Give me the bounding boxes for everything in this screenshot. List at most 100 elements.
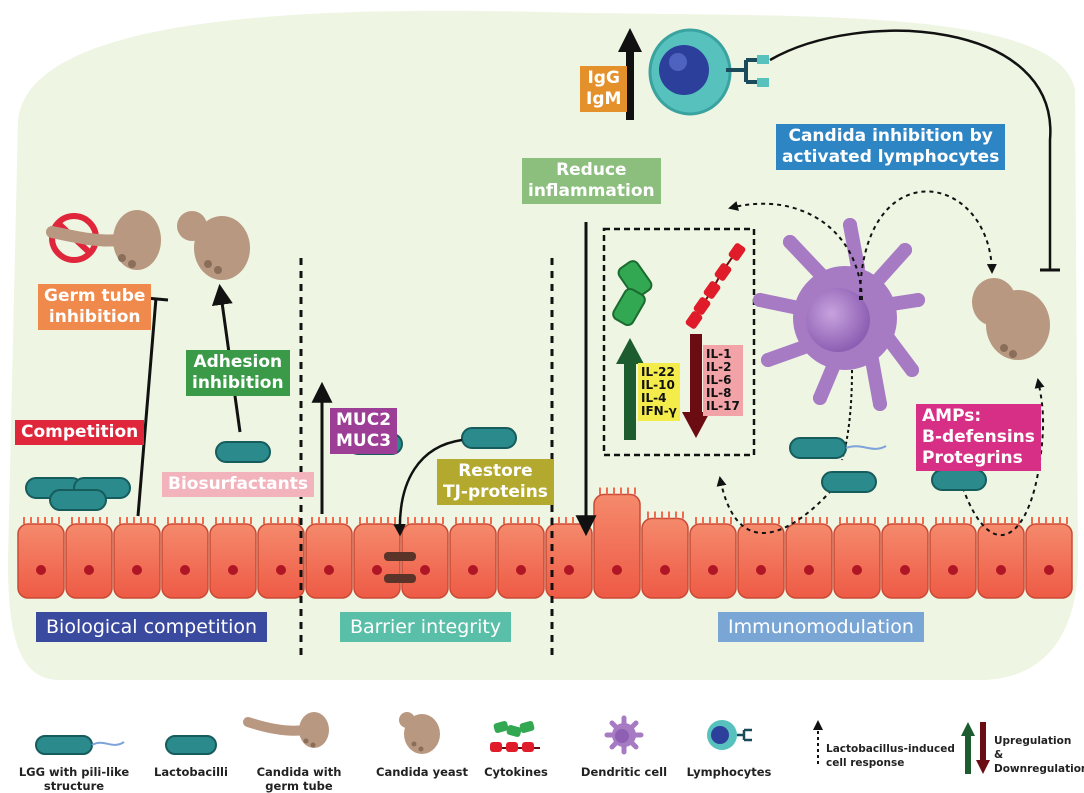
section-biological-competition: Biological competition: [36, 612, 268, 642]
epithelial-cell: [977, 523, 1025, 599]
epithelial-cell: [593, 493, 641, 599]
epithelial-cell: [545, 523, 593, 599]
epithelial-cell: [17, 523, 65, 599]
tight-junction-protein: [384, 574, 416, 583]
germ-tube-inhibition-line: [136, 297, 158, 517]
legend-dendritic-cell-icon: [604, 715, 644, 755]
cell-nucleus: [564, 565, 574, 575]
cell-nucleus: [84, 565, 94, 575]
dendritic-cell: [753, 218, 925, 411]
legend-lactobacilli-icon: [165, 735, 217, 755]
pro-inflammatory-cytokine: [685, 243, 746, 329]
legend-cytokines-icon: [490, 721, 540, 752]
legend-downregulation-icon: [976, 722, 990, 774]
cell-nucleus: [1044, 565, 1054, 575]
epithelial-cell: [641, 517, 689, 599]
epithelial-cell: [449, 523, 497, 599]
cell-nucleus: [276, 565, 286, 575]
epithelial-cell: [833, 523, 881, 599]
legend-lymphocyte-icon: [707, 720, 752, 750]
candida-yeast-icon: [177, 211, 250, 280]
lymphocyte: [648, 28, 769, 116]
cell-nucleus: [324, 565, 334, 575]
legend-label-candida-yeast: Candida yeast: [376, 765, 468, 779]
legend-label-dendritic-cell: Dendritic cell: [580, 765, 668, 779]
candida-germ-tube-icon: [46, 210, 161, 270]
section-immunomodulation: Immunomodulation: [718, 612, 924, 642]
epithelial-cell: [65, 523, 113, 599]
cell-nucleus: [36, 565, 46, 575]
cell-nucleus: [132, 565, 142, 575]
epithelial-cell: [497, 523, 545, 599]
cell-nucleus: [372, 565, 382, 575]
lactobacillus: [49, 489, 107, 511]
cell-nucleus: [708, 565, 718, 575]
lactobacillus: [461, 427, 517, 449]
cell-nucleus: [996, 565, 1006, 575]
lgg-with-pili: [789, 437, 887, 459]
section-barrier-integrity: Barrier integrity: [340, 612, 512, 642]
background-panel: [8, 10, 1078, 680]
legend-upregulation-icon: [961, 722, 975, 774]
restore-tj-arrow: [393, 438, 463, 537]
lymphocyte-inhibition-line: [769, 29, 1052, 270]
epithelial-cell: [113, 523, 161, 599]
upregulation-arrow: [616, 338, 644, 440]
lactobacillus: [215, 441, 271, 463]
response-arrow: [859, 190, 997, 301]
legend-label-cytokines: Cytokines: [484, 765, 548, 779]
cell-nucleus: [756, 565, 766, 575]
label-competition: Competition: [15, 420, 145, 445]
epithelial-cell: [257, 523, 305, 599]
legend-label-lactobacilli: Lactobacilli: [154, 765, 228, 779]
lactobacillus: [931, 469, 987, 491]
cell-nucleus: [948, 565, 958, 575]
cell-nucleus: [180, 565, 190, 575]
legend-candida-yeast-icon: [399, 712, 440, 754]
response-arrow: [716, 476, 843, 534]
cell-nucleus: [420, 565, 430, 575]
legend-label-regulation: Upregulation &Downregulation: [994, 735, 1084, 775]
epithelial-cell: [1025, 523, 1073, 599]
epithelial-cell: [161, 523, 209, 599]
label-biosurfactants: Biosurfactants: [162, 472, 314, 497]
cell-nucleus: [804, 565, 814, 575]
igg-igm-up-arrow: [618, 28, 642, 120]
legend-label-lymphocytes: Lymphocytes: [686, 765, 772, 779]
legend-lgg-icon: [35, 735, 125, 755]
response-arrow: [728, 201, 863, 301]
epithelial-cell: [737, 523, 785, 599]
cell-nucleus: [516, 565, 526, 575]
epithelial-cell: [929, 523, 977, 599]
tight-junction-protein: [384, 552, 416, 561]
response-arrow: [959, 378, 1045, 537]
epithelial-cell: [785, 523, 833, 599]
cell-nucleus: [468, 565, 478, 575]
cell-nucleus: [852, 565, 862, 575]
anti-inflammatory-cytokine: [612, 260, 653, 327]
epithelial-cell: [305, 523, 353, 599]
epithelial-cell: [881, 523, 929, 599]
cytokine-box: [602, 227, 756, 457]
cell-nucleus: [660, 565, 670, 575]
epithelium-layer: [17, 487, 1073, 599]
cell-nucleus: [228, 565, 238, 575]
cell-nucleus: [900, 565, 910, 575]
epithelial-cell: [209, 523, 257, 599]
candida-yeast-target: [972, 278, 1050, 360]
legend-candida-germ-tube-icon: [243, 712, 329, 748]
